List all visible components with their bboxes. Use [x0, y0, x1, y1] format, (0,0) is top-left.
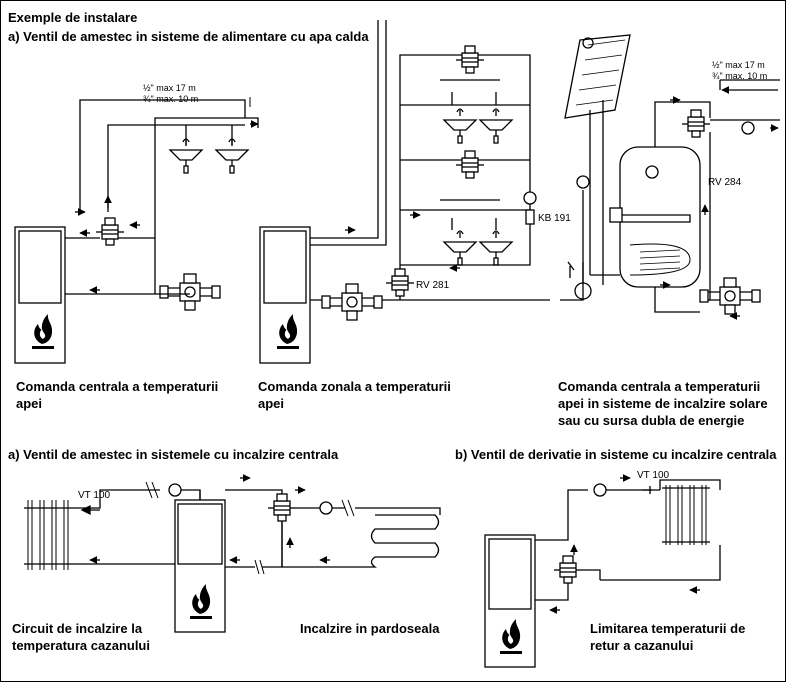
diagram-bypass — [484, 474, 721, 668]
flame-icon — [276, 313, 300, 350]
caption-line: apei in sisteme de incalzire solare — [558, 396, 768, 411]
section-title-a-bottom: a) Ventil de amestec in sistemele cu inc… — [8, 447, 339, 462]
caption-solar: Comanda centrala a temperaturii apei in … — [558, 378, 768, 429]
mixing-valve-3 — [699, 277, 761, 315]
bypass-valve — [553, 555, 583, 584]
component-label-vt100: VT 100 — [78, 490, 111, 501]
pump-icon — [319, 501, 333, 515]
component-label-rv281: RV 281 — [416, 280, 450, 291]
pipe-length-label: ¾" max. 10 m — [143, 94, 199, 104]
caption-zonal-control: Comanda zonala a temperaturii apei — [258, 378, 451, 412]
pipe-length-label: ¾" max. 10 m — [712, 71, 768, 81]
component-label-kb191: KB 191 — [538, 213, 571, 224]
mixing-valve-2 — [321, 283, 383, 321]
caption-floor-heating: Incalzire in pardoseala — [300, 620, 439, 637]
diagram-solar — [560, 34, 780, 320]
pump-icon — [593, 483, 607, 497]
caption-line: apei — [16, 396, 43, 411]
caption-line: Comanda zonala a temperaturii — [258, 379, 451, 394]
caption-return-limit: Limitarea temperaturii de retur a cazanu… — [590, 620, 745, 654]
flame-icon — [31, 313, 55, 350]
boiler-4 — [484, 534, 536, 668]
flame-icon — [499, 618, 523, 655]
caption-line: Comanda centrala a temperaturii — [16, 379, 219, 394]
caption-central-control: Comanda centrala a temperaturii apei — [16, 378, 218, 412]
caption-line: Circuit de incalzire la — [12, 621, 143, 636]
caption-boiler-circuit: Circuit de incalzire la temperatura caza… — [12, 620, 150, 654]
boiler-1 — [14, 226, 66, 364]
caption-line: apei — [258, 396, 285, 411]
diagram-central-control — [14, 97, 259, 364]
caption-line: temperatura cazanului — [12, 638, 150, 653]
solar-tank — [619, 146, 701, 288]
caption-line: sau cu sursa dubla de energie — [558, 413, 745, 428]
diagram-central-heating — [24, 474, 441, 633]
flame-icon — [189, 583, 213, 620]
pump-icon — [168, 483, 182, 497]
section-title-a-top: a) Ventil de amestec in sisteme de alime… — [8, 29, 369, 44]
section-title-b-bottom: b) Ventil de derivatie in sisteme cu inc… — [455, 447, 777, 462]
caption-line: Incalzire in pardoseala — [300, 621, 440, 636]
pipe-length-label: ½" max 17 m — [712, 60, 765, 70]
diagram-zonal-control — [259, 20, 550, 364]
component-label-vt100: VT 100 — [637, 470, 670, 481]
component-label-rv284: RV 284 — [708, 177, 742, 188]
boiler-2 — [259, 226, 311, 364]
caption-line: retur a cazanului — [590, 638, 694, 653]
mixing-valve-1 — [95, 217, 125, 246]
pipe-length-label: ½" max 17 m — [143, 83, 196, 93]
mixing-valve-4 — [267, 493, 297, 522]
caption-line: Comanda centrala a temperaturii — [558, 379, 761, 394]
caption-line: Limitarea temperaturii de — [590, 621, 746, 636]
page-title: Exemple de instalare — [8, 10, 138, 25]
